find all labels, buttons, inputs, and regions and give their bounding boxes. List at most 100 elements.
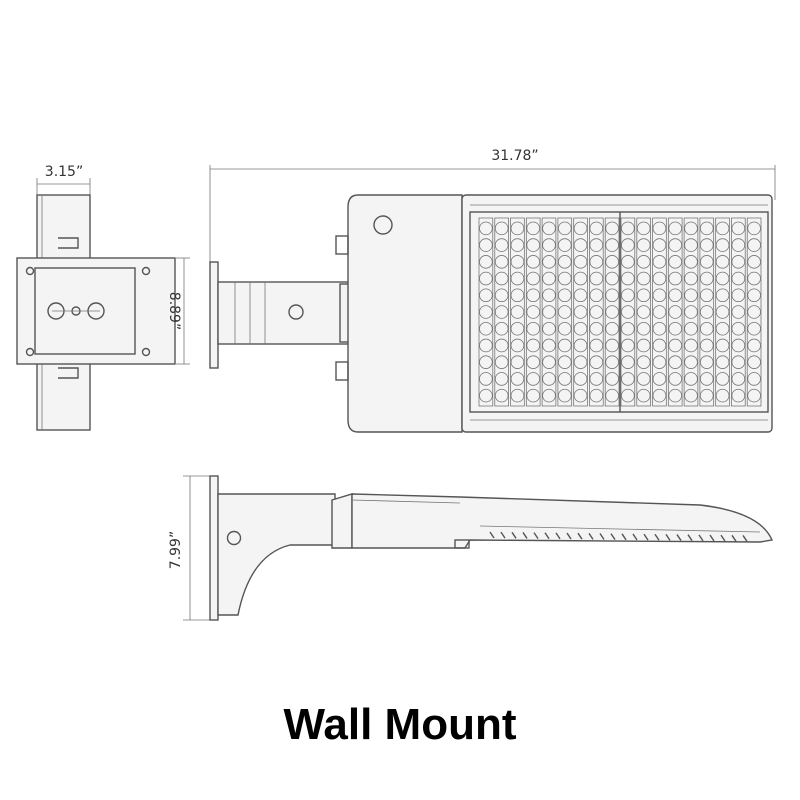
led-lens [652, 372, 667, 386]
led-lens [605, 238, 619, 252]
led-column [525, 217, 541, 407]
led-lens [494, 271, 509, 286]
heat-sink-fins [489, 531, 748, 542]
led-lens [510, 238, 525, 252]
led-lens [731, 221, 746, 236]
led-lens [479, 221, 493, 236]
side-width-label: 3.15” [45, 164, 83, 180]
led-lens [557, 305, 572, 319]
led-column [731, 217, 746, 407]
led-lens [668, 372, 683, 386]
led-lens [636, 338, 651, 353]
led-lens [731, 238, 746, 252]
led-lens [636, 288, 651, 303]
fin [654, 533, 660, 541]
led-lens [652, 338, 667, 353]
fin [676, 534, 682, 541]
led-lens [731, 355, 746, 369]
led-lens [699, 288, 714, 303]
led-lens [621, 321, 635, 336]
led-lens [573, 321, 588, 336]
led-lens [715, 388, 730, 403]
fin [544, 532, 550, 540]
led-lens [684, 221, 698, 236]
led-lens [636, 238, 651, 252]
led-lens [731, 338, 746, 353]
led-lens [510, 271, 525, 286]
led-lens [668, 255, 683, 269]
led-lens [747, 255, 761, 269]
led-lens [479, 271, 493, 286]
led-lens [510, 305, 525, 319]
led-lens [747, 221, 761, 236]
led-lens [699, 305, 714, 319]
led-lens [684, 388, 698, 403]
led-lens [542, 338, 556, 353]
led-lens [747, 338, 761, 353]
led-lens [479, 355, 493, 369]
led-lens [557, 388, 572, 403]
led-lens [652, 305, 667, 319]
led-lens [589, 238, 604, 252]
led-lens [526, 321, 541, 336]
led-lens [668, 338, 683, 353]
led-lens [636, 305, 651, 319]
led-lens [589, 221, 604, 236]
led-lens [542, 372, 556, 386]
led-lens [573, 372, 588, 386]
led-lens [715, 221, 730, 236]
fin [698, 534, 704, 542]
led-lens [715, 372, 730, 386]
led-lens [731, 271, 746, 286]
led-lens [573, 221, 588, 236]
led-lens [715, 255, 730, 269]
led-lens [589, 355, 604, 369]
led-lens [494, 238, 509, 252]
led-lens [589, 388, 604, 403]
led-lens [636, 372, 651, 386]
fin [731, 534, 737, 542]
led-lens [684, 255, 698, 269]
fin [632, 533, 638, 541]
led-lens [636, 271, 651, 286]
led-lens [699, 388, 714, 403]
profile-height-label: 7.99” [168, 531, 184, 569]
led-lens [652, 271, 667, 286]
led-lens [479, 338, 493, 353]
led-lens [510, 221, 525, 236]
led-lens [715, 288, 730, 303]
led-lens [652, 355, 667, 369]
led-lens [557, 355, 572, 369]
led-lens [542, 355, 556, 369]
led-lens [557, 255, 572, 269]
led-lens [542, 388, 556, 403]
led-lens [636, 388, 651, 403]
led-lens [747, 271, 761, 286]
led-lens [621, 271, 635, 286]
led-lens [652, 321, 667, 336]
led-lens [731, 372, 746, 386]
led-lens [479, 305, 493, 319]
led-lens [684, 271, 698, 286]
led-column [494, 217, 509, 407]
led-lens [510, 288, 525, 303]
led-lens [621, 338, 635, 353]
led-lens [699, 338, 714, 353]
led-column [683, 217, 699, 407]
led-lens [479, 372, 493, 386]
fin [599, 533, 605, 540]
fin [533, 532, 539, 539]
led-lens [668, 238, 683, 252]
end-view: 3.15” 8.89” [16, 164, 190, 431]
led-column [746, 217, 762, 407]
led-lens [589, 321, 604, 336]
fin [522, 532, 528, 539]
fin [665, 534, 671, 541]
led-lens [668, 355, 683, 369]
led-lens [542, 221, 556, 236]
fin [742, 535, 748, 542]
led-lens [699, 255, 714, 269]
led-lens [747, 238, 761, 252]
led-lens [526, 305, 541, 319]
